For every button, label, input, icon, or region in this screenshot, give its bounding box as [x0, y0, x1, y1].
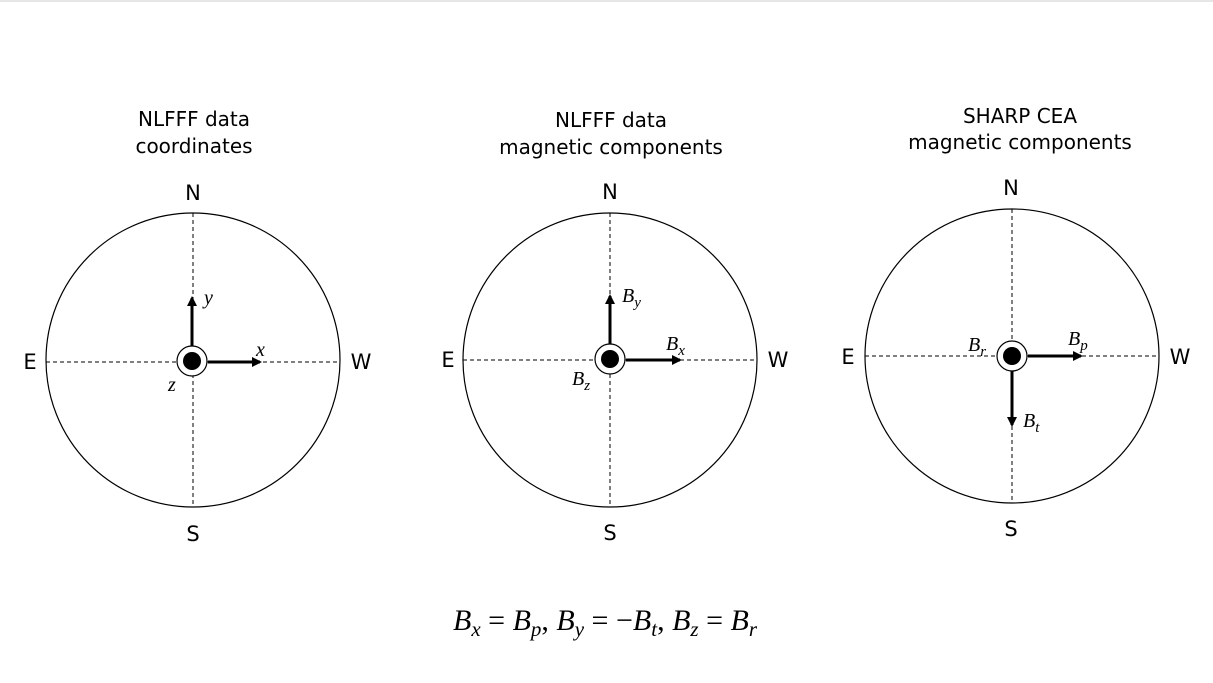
panel-title-line-1: NLFFF data: [555, 108, 667, 132]
out-of-page-dot: [1003, 347, 1021, 365]
east-label: E: [441, 348, 454, 372]
by-label: By: [622, 285, 641, 311]
panel-title-line-1: NLFFF data: [138, 107, 250, 131]
panel-sharp-cea-magnetic-components: SHARP CEA magnetic components N S E W Br…: [841, 104, 1190, 541]
panel-nlfff-coordinates: NLFFF data coordinates N S E W y x z: [23, 107, 371, 546]
south-label: S: [1004, 517, 1017, 541]
east-label: E: [841, 345, 854, 369]
panel-title-line-1: SHARP CEA: [963, 104, 1077, 128]
west-label: W: [1170, 345, 1191, 369]
bz-label: Bz: [572, 368, 590, 394]
south-label: S: [603, 521, 616, 545]
panel-title-line-2: coordinates: [135, 134, 252, 158]
north-label: N: [1003, 176, 1019, 200]
bt-label: Bt: [1023, 410, 1040, 436]
panel-title-line-2: magnetic components: [908, 130, 1132, 154]
out-of-page-dot: [601, 350, 619, 368]
north-label: N: [602, 180, 618, 204]
z-axis-label: z: [167, 374, 176, 396]
east-label: E: [23, 350, 36, 374]
panel-title-line-2: magnetic components: [499, 135, 723, 159]
bx-label: Bx: [666, 333, 685, 359]
west-label: W: [768, 348, 789, 372]
out-of-page-dot: [183, 352, 201, 370]
south-label: S: [186, 522, 199, 546]
y-axis-label: y: [202, 287, 213, 309]
br-label: Br: [968, 334, 986, 360]
bp-label: Bp: [1068, 328, 1088, 354]
x-axis-label: x: [255, 339, 265, 361]
panel-nlfff-magnetic-components: NLFFF data magnetic components N S E W B…: [441, 108, 788, 545]
conversion-equation: Bx = Bp, By = −Bt, Bz = Br: [453, 604, 758, 641]
top-border: [0, 0, 1213, 2]
north-label: N: [185, 181, 201, 205]
west-label: W: [351, 350, 372, 374]
